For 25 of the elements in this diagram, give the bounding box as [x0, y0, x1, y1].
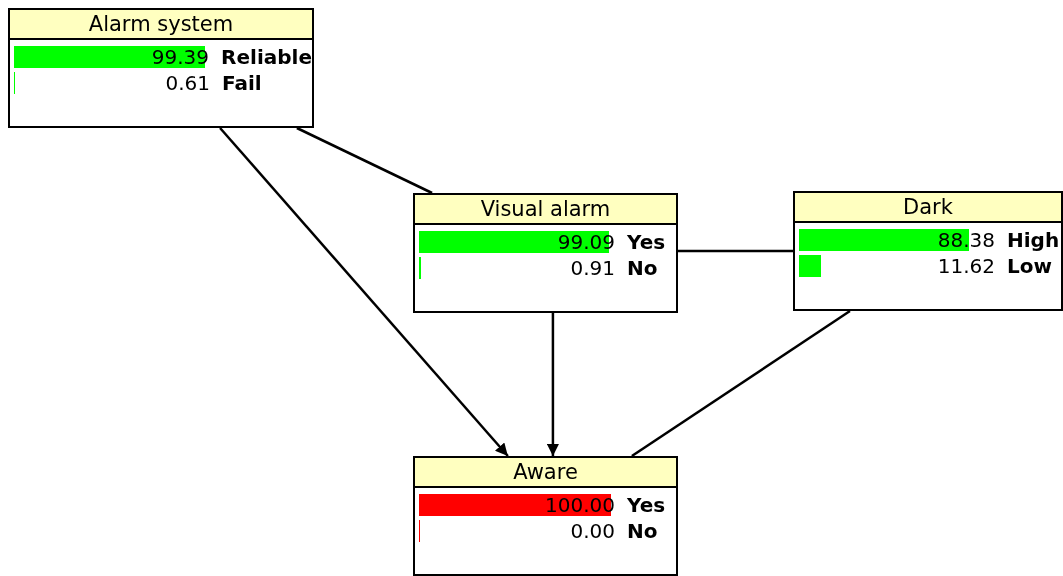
- node-title: Alarm system: [88, 12, 234, 36]
- node-title: Dark: [903, 195, 953, 219]
- connector-line: [631, 309, 851, 458]
- node-box: [8, 8, 314, 128]
- connector-line: [296, 126, 433, 195]
- probability-value: 0.00: [419, 520, 615, 542]
- probability-value: 0.61: [14, 72, 210, 94]
- state-label: Reliable: [221, 45, 312, 69]
- arrow: [546, 313, 560, 456]
- node-title: Visual alarm: [480, 197, 611, 221]
- state-label: Yes: [627, 493, 666, 517]
- connector-line: [678, 249, 793, 253]
- node-title: Aware: [513, 460, 578, 484]
- probability-value: 0.91: [419, 257, 615, 279]
- node-box: [413, 456, 678, 576]
- state-label: No: [627, 519, 658, 543]
- arrow: [219, 127, 509, 457]
- node-box: [413, 193, 678, 313]
- state-label: Yes: [627, 230, 666, 254]
- state-label: Low: [1007, 254, 1052, 278]
- state-label: High: [1007, 228, 1060, 252]
- probability-value: 11.62: [799, 255, 995, 277]
- state-label: No: [627, 256, 658, 280]
- state-label: Fail: [222, 71, 262, 95]
- node-box: [793, 191, 1063, 311]
